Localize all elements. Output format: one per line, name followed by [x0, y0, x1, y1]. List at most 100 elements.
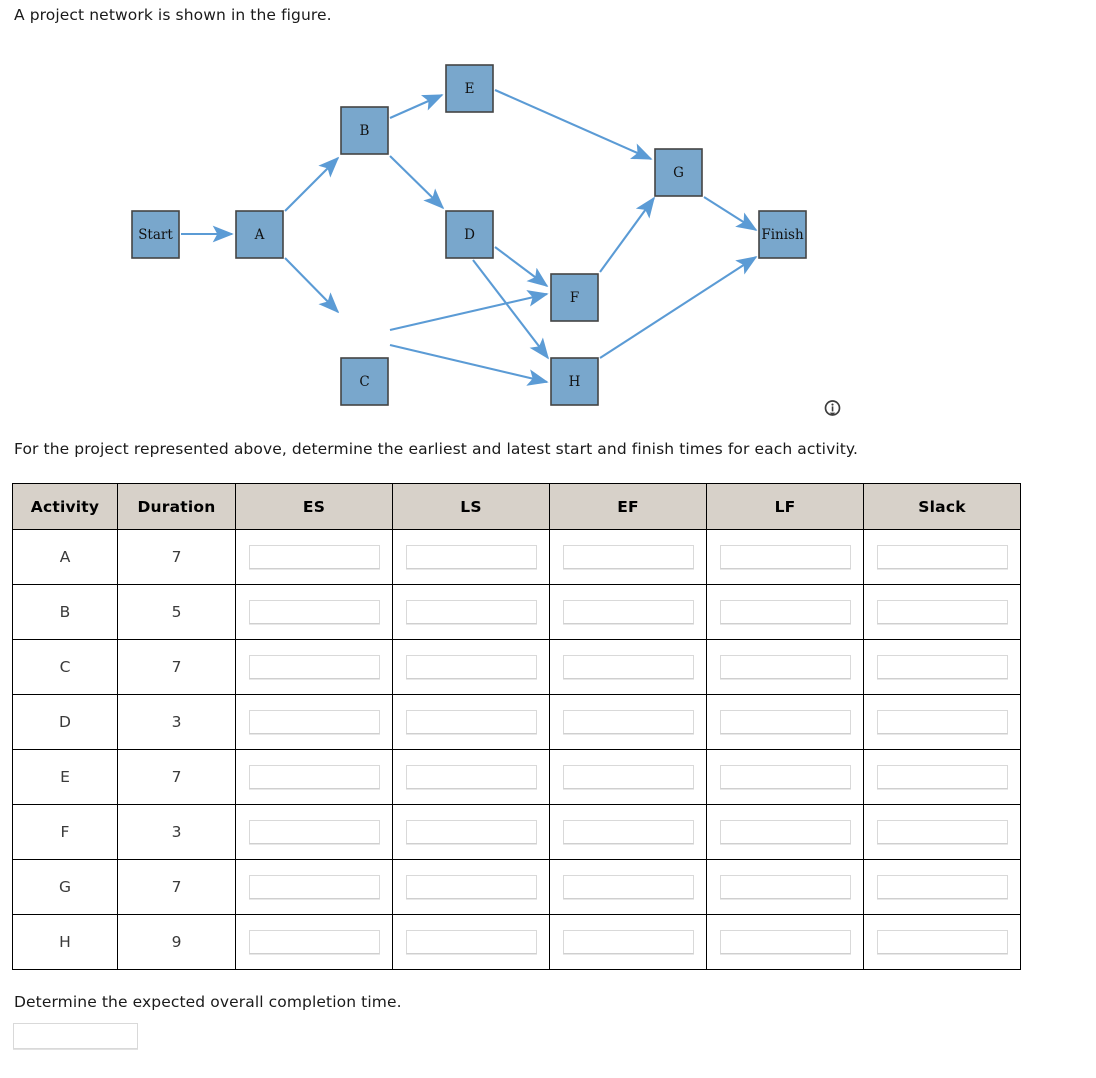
ls-input[interactable] [405, 820, 537, 844]
node-a-label: A [254, 227, 265, 243]
prompt-top-text: A project network is shown in the figure… [14, 6, 332, 24]
node-finish: Finish [758, 210, 807, 259]
ef-input[interactable] [562, 600, 694, 624]
es-input[interactable] [248, 820, 380, 844]
es-input[interactable] [248, 710, 380, 734]
slack-input[interactable] [876, 930, 1008, 954]
ef-cell [549, 694, 707, 750]
ls-cell [392, 639, 550, 695]
slack-input[interactable] [876, 600, 1008, 624]
duration-value: 7 [117, 529, 236, 585]
es-cell [235, 584, 393, 640]
ef-input[interactable] [562, 875, 694, 899]
lf-input[interactable] [719, 765, 851, 789]
es-input[interactable] [248, 875, 380, 899]
duration-value: 3 [117, 694, 236, 750]
slack-input[interactable] [876, 820, 1008, 844]
ls-input[interactable] [405, 930, 537, 954]
node-h: H [550, 357, 599, 406]
edge-g-finish [703, 196, 758, 231]
es-input[interactable] [248, 655, 380, 679]
lf-input[interactable] [719, 600, 851, 624]
ls-cell [392, 859, 550, 915]
ls-input[interactable] [405, 655, 537, 679]
slack-cell [863, 639, 1021, 695]
edge-f-g [599, 196, 655, 273]
node-start-label: Start [138, 227, 173, 243]
duration-value: 7 [117, 749, 236, 805]
es-cell [235, 804, 393, 860]
node-e: E [445, 64, 494, 113]
es-input[interactable] [248, 930, 380, 954]
lf-input[interactable] [719, 655, 851, 679]
table-body: A 7 B 5 C 7 [12, 529, 1021, 970]
es-input[interactable] [248, 600, 380, 624]
lf-input[interactable] [719, 875, 851, 899]
ef-input[interactable] [562, 655, 694, 679]
slack-input[interactable] [876, 545, 1008, 569]
edge-b-d [389, 155, 445, 210]
ls-input[interactable] [405, 710, 537, 734]
es-input[interactable] [248, 545, 380, 569]
slack-cell [863, 749, 1021, 805]
es-cell [235, 749, 393, 805]
ef-cell [549, 804, 707, 860]
header-duration: Duration [117, 483, 236, 530]
ls-cell [392, 749, 550, 805]
edge-b-e [389, 94, 444, 119]
ef-input[interactable] [562, 710, 694, 734]
table-row: C 7 [12, 639, 1021, 695]
lf-cell [706, 914, 864, 970]
ls-input[interactable] [405, 765, 537, 789]
node-f-label: F [570, 290, 579, 306]
node-d: D [445, 210, 494, 259]
lf-input[interactable] [719, 710, 851, 734]
es-cell [235, 694, 393, 750]
activity-label: A [12, 529, 118, 585]
lf-input[interactable] [719, 930, 851, 954]
ls-cell [392, 804, 550, 860]
slack-input[interactable] [876, 875, 1008, 899]
es-cell [235, 859, 393, 915]
es-cell [235, 639, 393, 695]
slack-cell [863, 859, 1021, 915]
duration-value: 3 [117, 804, 236, 860]
node-start: Start [131, 210, 180, 259]
slack-input[interactable] [876, 765, 1008, 789]
es-input[interactable] [248, 765, 380, 789]
ls-input[interactable] [405, 875, 537, 899]
activity-label: G [12, 859, 118, 915]
edge-a-b [284, 156, 340, 212]
edge-c-h [389, 343, 549, 386]
node-a: A [235, 210, 284, 259]
table-header-row: Activity Duration ES LS EF LF Slack [12, 483, 1021, 530]
table-row: H 9 [12, 914, 1021, 970]
es-cell [235, 914, 393, 970]
completion-time-input[interactable] [13, 1023, 138, 1049]
lf-cell [706, 859, 864, 915]
edge-e-g [494, 89, 653, 160]
ls-input[interactable] [405, 545, 537, 569]
node-g: G [654, 148, 703, 197]
ef-input[interactable] [562, 930, 694, 954]
ls-cell [392, 584, 550, 640]
slack-input[interactable] [876, 710, 1008, 734]
network-nodes: Start A B C D [131, 64, 807, 406]
ef-input[interactable] [562, 545, 694, 569]
lf-input[interactable] [719, 545, 851, 569]
ls-input[interactable] [405, 600, 537, 624]
header-es: ES [235, 483, 393, 530]
ef-input[interactable] [562, 765, 694, 789]
slack-input[interactable] [876, 655, 1008, 679]
ls-cell [392, 914, 550, 970]
lf-input[interactable] [719, 820, 851, 844]
edge-d-h [472, 259, 550, 360]
header-ls: LS [392, 483, 550, 530]
ef-cell [549, 749, 707, 805]
node-g-label: G [673, 165, 684, 181]
info-icon[interactable] [823, 399, 843, 419]
table-row: E 7 [12, 749, 1021, 805]
duration-value: 7 [117, 859, 236, 915]
ef-input[interactable] [562, 820, 694, 844]
